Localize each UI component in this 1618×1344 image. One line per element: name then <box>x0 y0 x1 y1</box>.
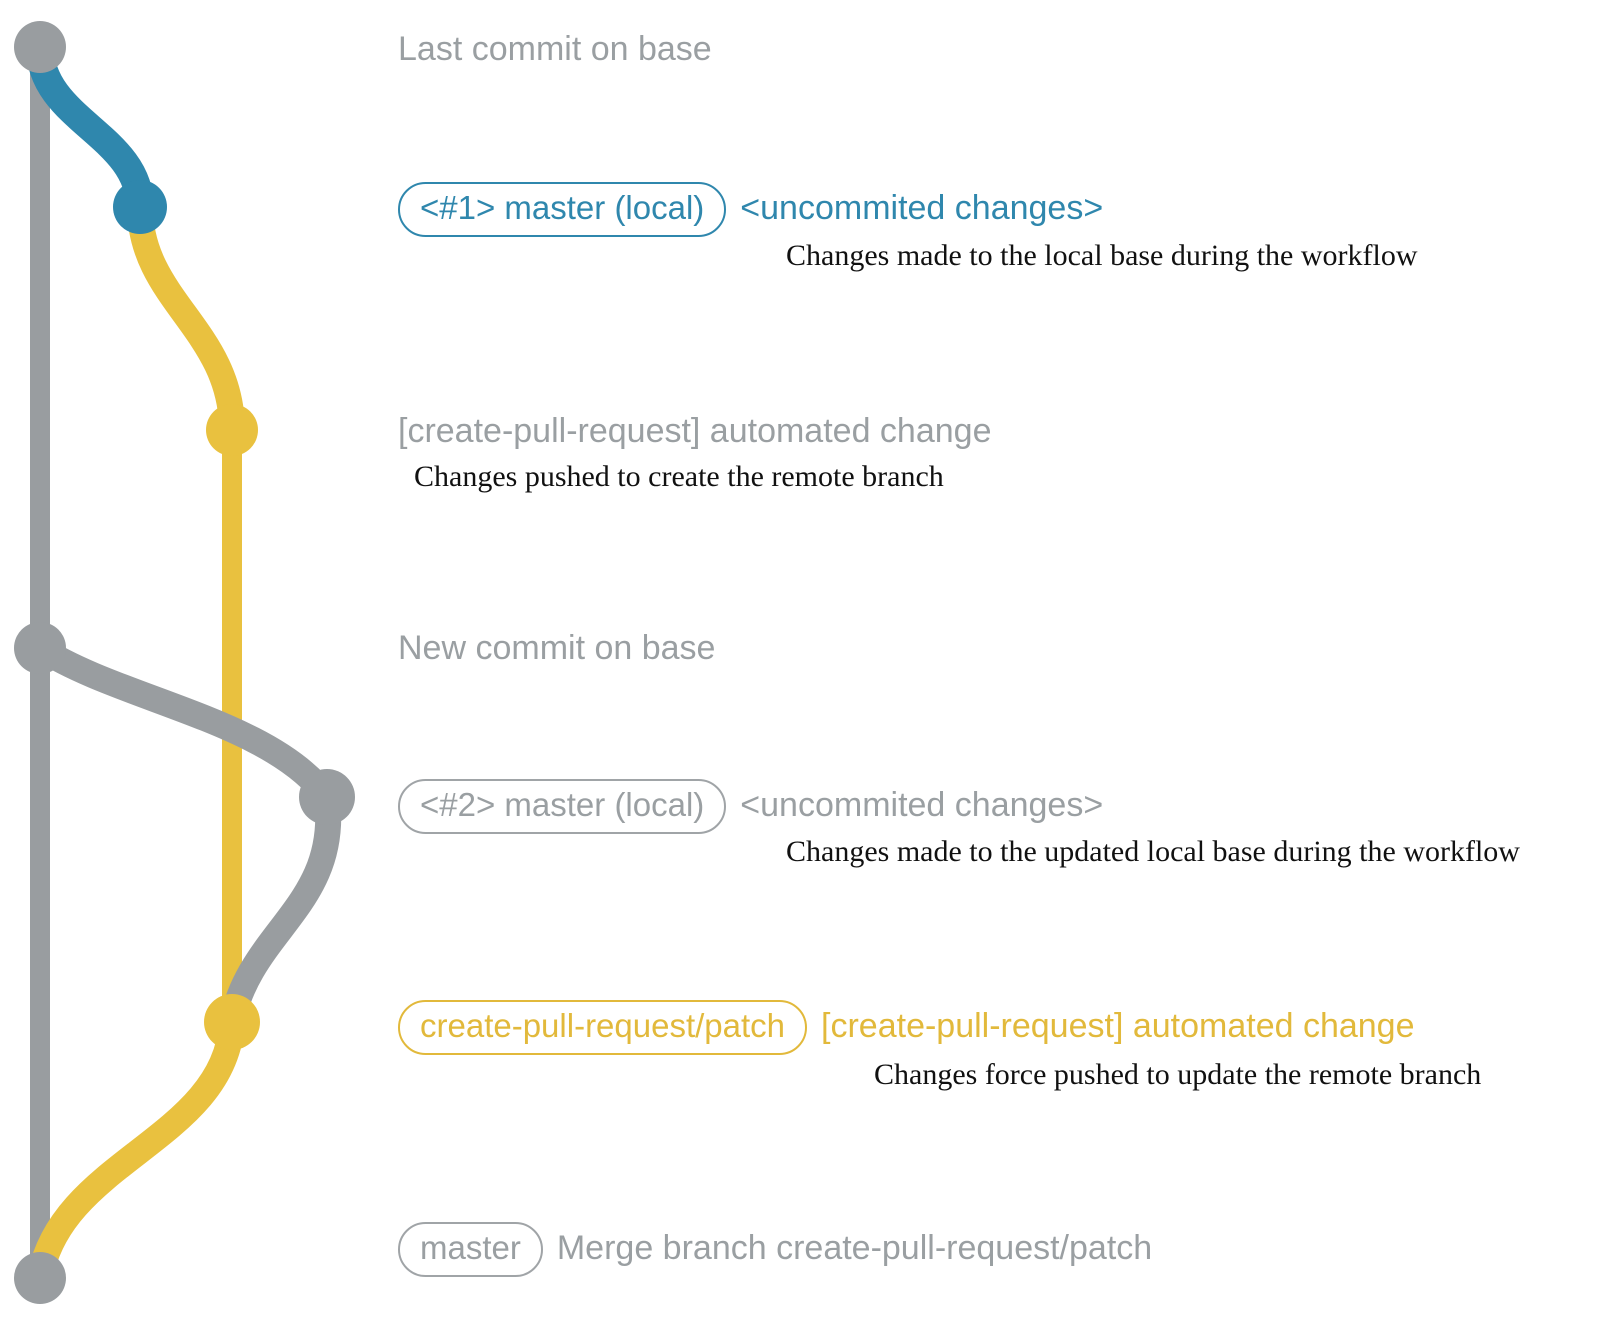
entry-title-new-commit-on-base: New commit on base <box>398 629 716 667</box>
entry-description-remote-commit-1: Changes pushed to create the remote bran… <box>414 460 944 493</box>
commit-subject-merge: Merge branch create-pull-request/patch <box>556 1229 1153 1268</box>
edge-basenew-to-local2 <box>27 635 340 810</box>
entry-local-commit-1: <#1> master (local) <uncommited changes> <box>398 182 1103 237</box>
commit-node-base-last[interactable] <box>14 21 66 73</box>
edge-remote2-to-merge <box>27 1009 245 1291</box>
ref-badge-master[interactable]: master <box>398 1222 543 1277</box>
entry-title-remote-commit-1: [create-pull-request] automated change <box>398 412 992 450</box>
edge-local2-to-remote2 <box>219 784 342 1035</box>
entry-title-last-commit-on-base: Last commit on base <box>398 30 712 68</box>
commit-subject-local-1: <uncommited changes> <box>740 189 1104 228</box>
entry-remote-commit-2: create-pull-request/patch [create-pull-r… <box>398 1000 1415 1055</box>
commit-node-local-2[interactable] <box>299 769 355 825</box>
entry-local-commit-2: <#2> master (local) <uncommited changes> <box>398 779 1103 834</box>
commit-node-remote-2[interactable] <box>204 994 260 1050</box>
ref-badge-master-local-1[interactable]: <#1> master (local) <box>398 182 727 237</box>
commit-node-remote-1[interactable] <box>206 404 258 456</box>
commit-node-merge[interactable] <box>14 1252 66 1304</box>
ref-badge-create-pull-request-patch[interactable]: create-pull-request/patch <box>398 1000 808 1055</box>
commit-node-local-1[interactable] <box>113 180 167 234</box>
entry-description-local-commit-1: Changes made to the local base during th… <box>786 239 1418 272</box>
entry-description-local-commit-2: Changes made to the updated local base d… <box>786 835 1520 868</box>
commit-subject-remote-2: [create-pull-request] automated change <box>821 1007 1415 1046</box>
commit-node-base-new[interactable] <box>14 622 66 674</box>
commit-subject-local-2: <uncommited changes> <box>740 786 1104 825</box>
entry-description-remote-commit-2: Changes force pushed to update the remot… <box>874 1058 1482 1091</box>
ref-badge-master-local-2[interactable]: <#2> master (local) <box>398 779 727 834</box>
edge-base-to-local1 <box>26 33 154 221</box>
entry-merge-commit: master Merge branch create-pull-request/… <box>398 1222 1152 1277</box>
edge-local1-to-remote1 <box>127 194 245 443</box>
